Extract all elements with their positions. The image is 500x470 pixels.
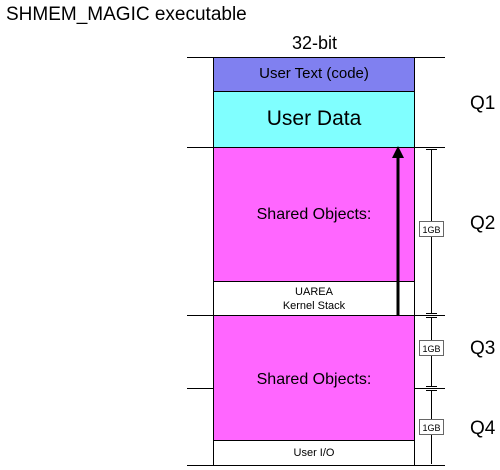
- shared-objects-lower-segment: Shared Objects:: [213, 315, 415, 441]
- quadrant-label-q2: Q2: [470, 213, 496, 234]
- dimension-tick: [426, 317, 437, 318]
- quadrant-label-q3: Q3: [470, 338, 496, 359]
- uarea-segment: UAREA Kernel Stack: [213, 281, 415, 316]
- dimension-tick: [426, 390, 437, 391]
- user-data-segment: User Data: [213, 91, 415, 148]
- dimension-tick: [426, 149, 437, 150]
- user-io-label: User I/O: [293, 447, 335, 459]
- user-text-segment: User Text (code): [213, 57, 415, 92]
- dimension-tick: [426, 313, 437, 314]
- quadrant-label-q1: Q1: [470, 93, 496, 114]
- size-label-q2: 1GB: [419, 221, 444, 237]
- shared-objects-upper-label: Shared Objects:: [256, 206, 372, 223]
- shared-objects-upper-segment: Shared Objects:: [213, 147, 415, 282]
- size-label-q4: 1GB: [419, 419, 444, 435]
- kernel-stack-label: Kernel Stack: [282, 300, 346, 312]
- column-header: 32-bit: [291, 33, 338, 53]
- user-text-label: User Text (code): [259, 65, 369, 82]
- quadrant-label-q4: Q4: [470, 418, 496, 439]
- diagram-title: SHMEM_MAGIC executable: [6, 4, 247, 25]
- shared-objects-lower-label: Shared Objects:: [256, 371, 372, 388]
- uarea-label: UAREA: [295, 286, 333, 298]
- dimension-tick: [426, 386, 437, 387]
- user-io-segment: User I/O: [213, 440, 415, 466]
- size-label-q3: 1GB: [419, 340, 444, 356]
- stack-growth-arrow-icon: [392, 146, 404, 315]
- user-data-label: User Data: [266, 107, 362, 130]
